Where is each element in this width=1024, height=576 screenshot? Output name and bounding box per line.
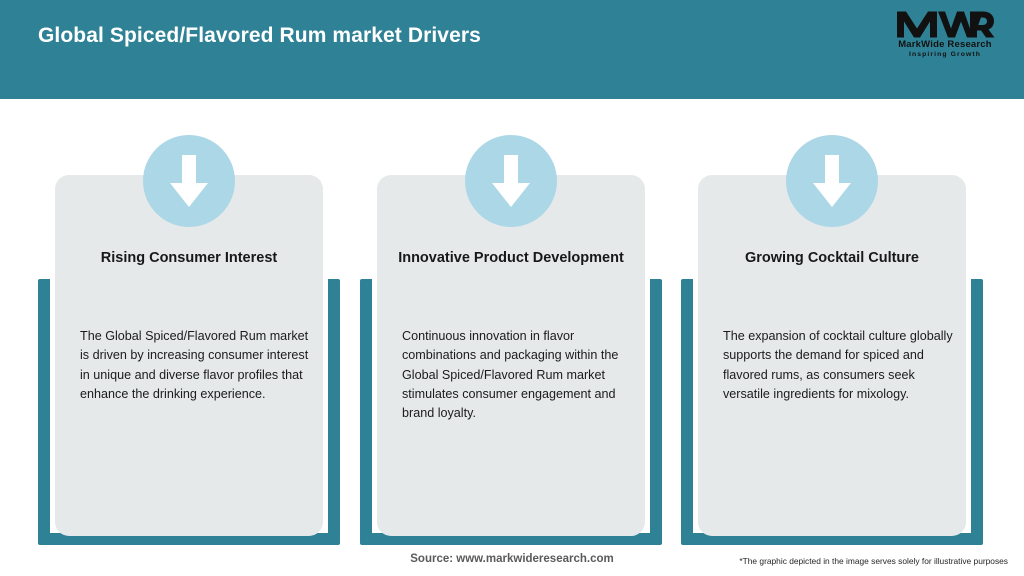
down-arrow-glyph (170, 155, 208, 207)
card-body-text: Continuous innovation in flavor combinat… (402, 329, 619, 421)
driver-card-1[interactable]: Rising Consumer Interest The Global Spic… (38, 99, 340, 546)
down-arrow-glyph (492, 155, 530, 207)
header-bar: Global Spiced/Flavored Rum market Driver… (0, 0, 1024, 99)
brand-logo: MarkWide Research Inspiring Growth (884, 8, 1006, 66)
card-title: Growing Cocktail Culture (744, 250, 919, 266)
down-arrow-glyph (813, 155, 851, 207)
down-arrow-icon (465, 135, 557, 227)
card-title: Innovative Product Development (398, 250, 624, 266)
logo-company-name: MarkWide Research (898, 39, 992, 50)
down-arrow-icon (786, 135, 878, 227)
source-label: Source: www.markwideresearch.com (410, 553, 614, 565)
card-title: Rising Consumer Interest (100, 250, 278, 266)
page-title: Global Spiced/Flavored Rum market Driver… (38, 24, 481, 47)
driver-card-3[interactable]: Growing Cocktail Culture The expansion o… (681, 99, 983, 546)
driver-card-2[interactable]: Innovative Product Development Continuou… (360, 99, 662, 546)
logo-tagline: Inspiring Growth (909, 51, 981, 58)
card-panel (377, 175, 645, 536)
card-body-text: The expansion of cocktail culture global… (723, 329, 953, 401)
card-body-text: The Global Spiced/Flavored Rum market is… (80, 329, 309, 401)
card-panel (698, 175, 966, 536)
drivers-card-group: Rising Consumer Interest The Global Spic… (0, 99, 1024, 546)
mwr-logo-icon (897, 11, 995, 38)
card-panel (55, 175, 323, 536)
disclaimer-note: *The graphic depicted in the image serve… (739, 556, 1008, 566)
down-arrow-icon (143, 135, 235, 227)
